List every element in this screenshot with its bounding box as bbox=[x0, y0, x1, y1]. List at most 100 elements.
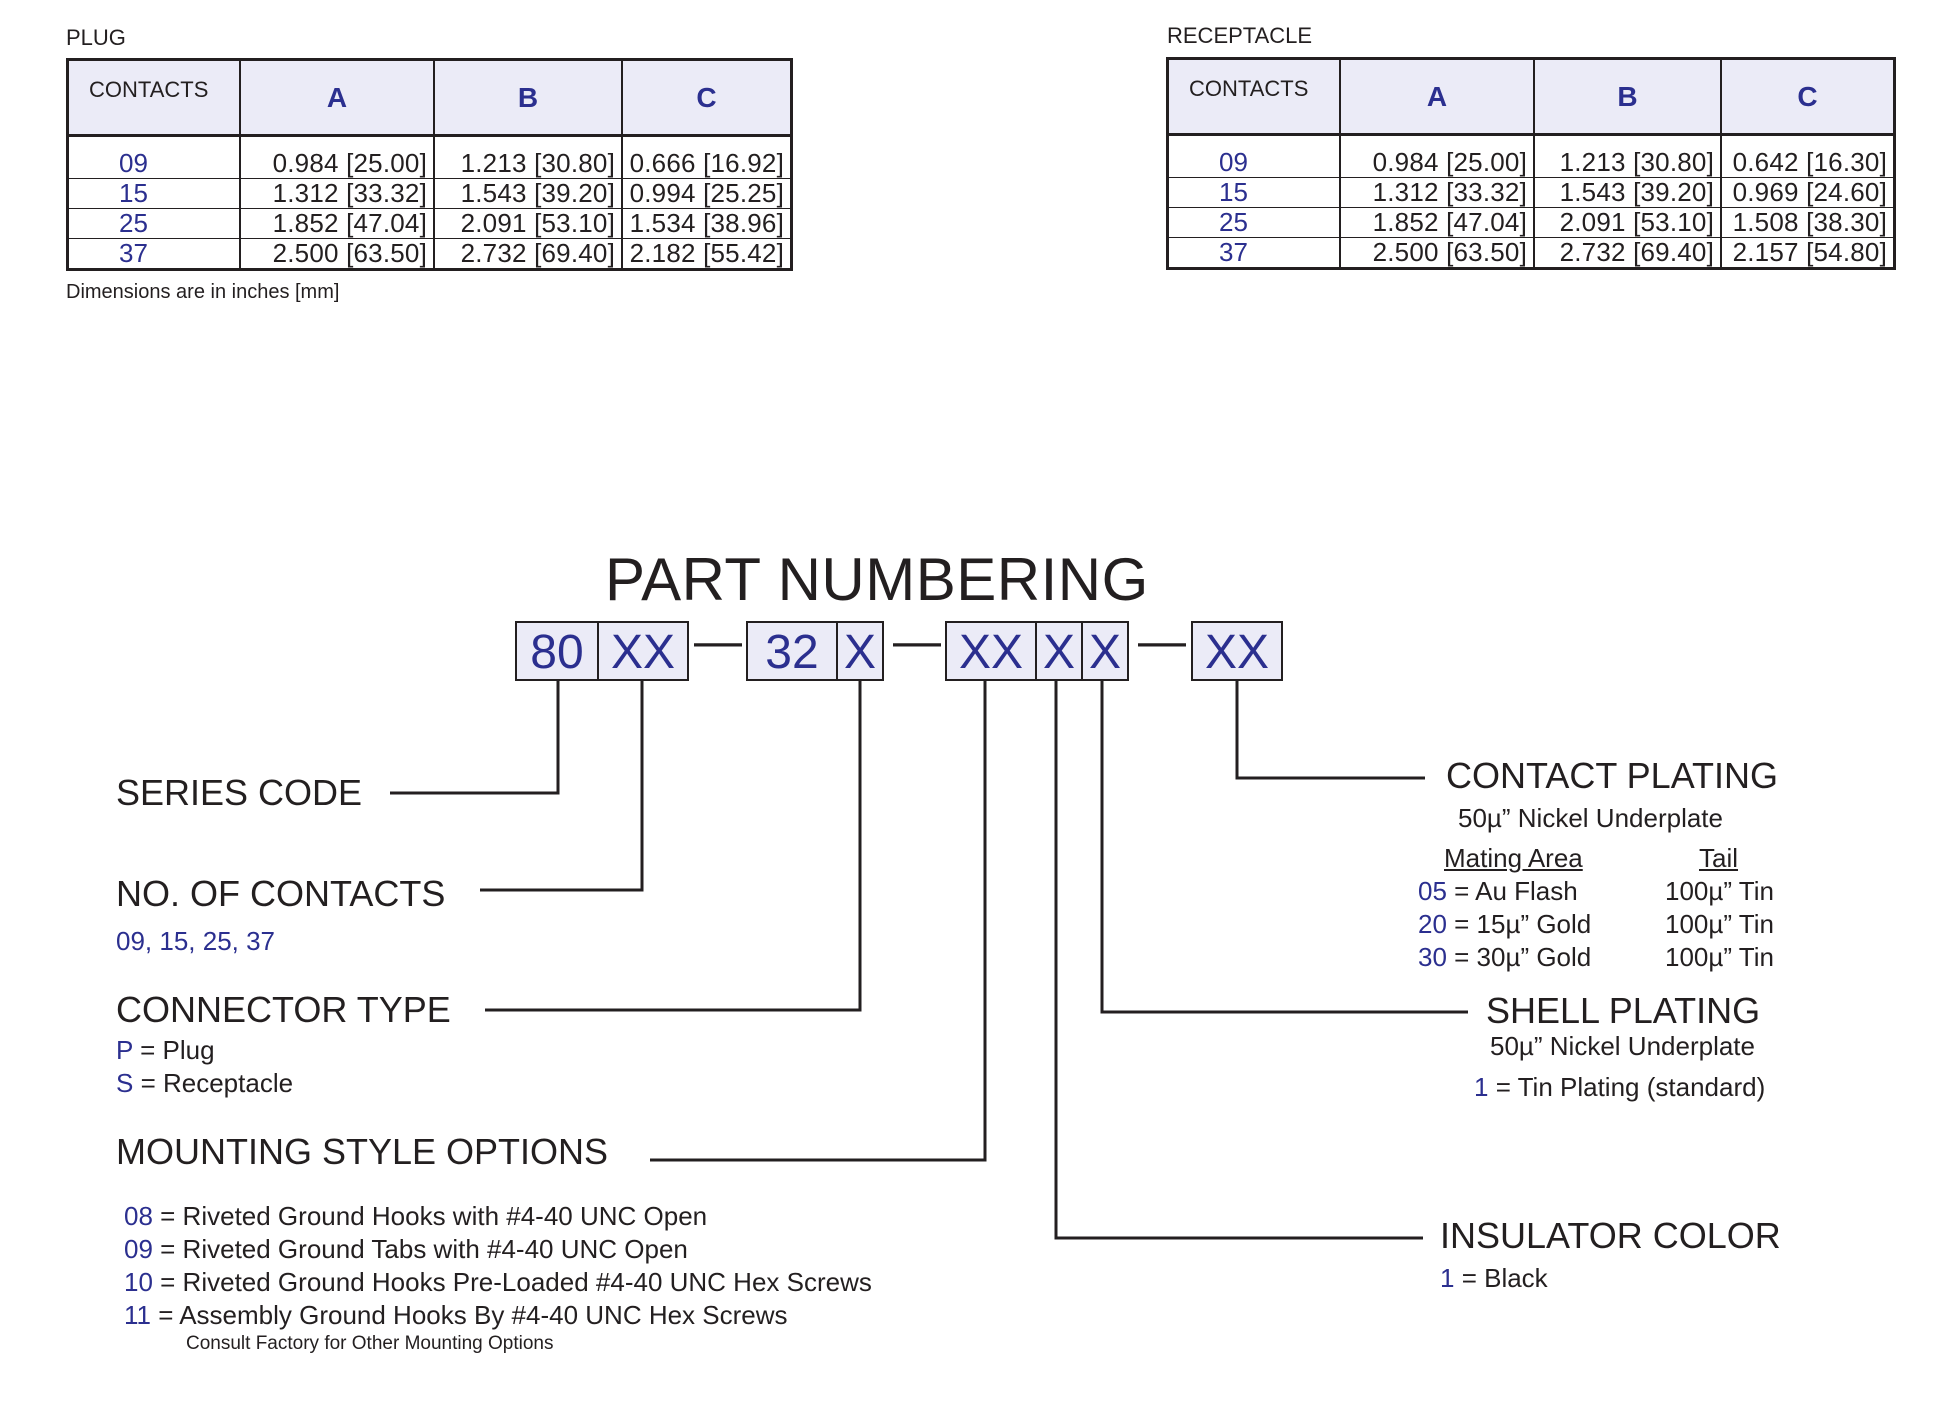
dim-a-cell: 1.312 [33.32] bbox=[239, 178, 434, 209]
dim-b-cell: 2.091 [53.10] bbox=[1533, 207, 1721, 238]
pn-dash: — bbox=[694, 615, 742, 668]
contacts-cell: 15 bbox=[1166, 177, 1340, 208]
dim-c-cell: 2.157 [54.80] bbox=[1720, 237, 1895, 269]
header-a: A bbox=[1339, 57, 1535, 136]
pn-box-32: 32 bbox=[746, 621, 838, 681]
dim-a-cell: 1.852 [47.04] bbox=[1339, 207, 1534, 238]
contact-plating-underplate: 50µ” Nickel Underplate bbox=[1458, 803, 1723, 833]
contacts-cell: 09 bbox=[66, 134, 240, 179]
receptacle-dimension-table: CONTACTS A B C 09 0.984 [25.00] 1.213 [3… bbox=[1166, 57, 1896, 270]
dim-b-cell: 1.213 [30.80] bbox=[433, 134, 622, 179]
table-row: 09 0.984 [25.00] 1.213 [30.80] 0.642 [16… bbox=[1166, 133, 1895, 178]
table-row: 15 1.312 [33.32] 1.543 [39.20] 0.969 [24… bbox=[1166, 177, 1895, 208]
dim-a-cell: 0.984 [25.00] bbox=[239, 134, 434, 179]
dim-c-cell: 0.994 [25.25] bbox=[621, 178, 792, 209]
contact-plating-option: 30 = 30µ” Gold bbox=[1418, 942, 1592, 972]
plug-table-title: PLUG bbox=[66, 25, 126, 50]
pn-dash: — bbox=[893, 615, 941, 668]
table-row: 37 2.500 [63.50] 2.732 [69.40] 2.157 [54… bbox=[1166, 237, 1895, 269]
pn-box-type: X bbox=[836, 621, 884, 681]
connector-type-option: S = Receptacle bbox=[116, 1068, 294, 1098]
series-code-label: SERIES CODE bbox=[116, 772, 363, 813]
insulator-color-label: INSULATOR COLOR bbox=[1440, 1215, 1781, 1256]
pn-box-insulator: X bbox=[1035, 621, 1083, 681]
no-of-contacts-values: 09, 15, 25, 37 bbox=[116, 926, 276, 956]
dim-c-cell: 1.534 [38.96] bbox=[621, 208, 792, 239]
receptacle-table-title: RECEPTACLE bbox=[1167, 23, 1313, 48]
table-row: 37 2.500 [63.50] 2.732 [69.40] 2.182 [55… bbox=[66, 238, 792, 270]
pn-box-contacts: XX bbox=[597, 621, 689, 681]
pn-box-mounting: XX bbox=[945, 621, 1037, 681]
shell-plating-option: 1 = Tin Plating (standard) bbox=[1474, 1072, 1766, 1102]
header-b: B bbox=[433, 58, 623, 137]
contacts-cell: 37 bbox=[1166, 237, 1340, 269]
dim-b-cell: 2.091 [53.10] bbox=[433, 208, 622, 239]
mounting-style-option: 10 = Riveted Ground Hooks Pre-Loaded #4-… bbox=[124, 1267, 872, 1297]
dim-c-cell: 1.508 [38.30] bbox=[1720, 207, 1895, 238]
mounting-style-option: 11 = Assembly Ground Hooks By #4-40 UNC … bbox=[124, 1300, 788, 1330]
dim-b-cell: 1.543 [39.20] bbox=[433, 178, 622, 209]
pn-box-shell: X bbox=[1081, 621, 1129, 681]
header-contacts: CONTACTS bbox=[1166, 57, 1341, 136]
table-row: 25 1.852 [47.04] 2.091 [53.10] 1.508 [38… bbox=[1166, 207, 1895, 238]
mounting-style-note: Consult Factory for Other Mounting Optio… bbox=[186, 1333, 554, 1354]
dim-a-cell: 1.312 [33.32] bbox=[1339, 177, 1534, 208]
connector-type-option: P = Plug bbox=[116, 1035, 215, 1065]
contact-plating-tail: 100µ” Tin bbox=[1665, 942, 1774, 972]
dim-a-cell: 0.984 [25.00] bbox=[1339, 133, 1534, 178]
contacts-cell: 25 bbox=[1166, 207, 1340, 238]
header-c: C bbox=[1720, 57, 1896, 136]
contact-plating-tail: 100µ” Tin bbox=[1665, 909, 1774, 939]
mounting-style-option: 08 = Riveted Ground Hooks with #4-40 UNC… bbox=[124, 1201, 708, 1231]
contacts-cell: 15 bbox=[66, 178, 240, 209]
dim-b-cell: 1.543 [39.20] bbox=[1533, 177, 1721, 208]
leader-connector-type bbox=[485, 681, 862, 1012]
connector-type-label: CONNECTOR TYPE bbox=[116, 989, 451, 1030]
dim-b-cell: 1.213 [30.80] bbox=[1533, 133, 1721, 178]
dim-c-cell: 0.969 [24.60] bbox=[1720, 177, 1895, 208]
leader-insulator-color bbox=[1054, 681, 1423, 1240]
dim-c-cell: 0.666 [16.92] bbox=[621, 134, 792, 179]
mating-area-header: Mating Area bbox=[1444, 843, 1583, 873]
pn-box-plating: XX bbox=[1191, 621, 1283, 681]
header-a: A bbox=[239, 58, 435, 137]
dim-a-cell: 1.852 [47.04] bbox=[239, 208, 434, 239]
contact-plating-option: 05 = Au Flash bbox=[1418, 876, 1578, 906]
dim-a-cell: 2.500 [63.50] bbox=[239, 238, 434, 270]
table-header-row: CONTACTS A B C bbox=[66, 58, 793, 137]
insulator-color-option: 1 = Black bbox=[1440, 1263, 1548, 1293]
header-contacts: CONTACTS bbox=[66, 58, 241, 137]
part-numbering-title: PART NUMBERING bbox=[605, 546, 1149, 613]
table-row: 09 0.984 [25.00] 1.213 [30.80] 0.666 [16… bbox=[66, 134, 792, 179]
no-of-contacts-label: NO. OF CONTACTS bbox=[116, 873, 446, 914]
shell-plating-label: SHELL PLATING bbox=[1486, 990, 1761, 1031]
tail-header: Tail bbox=[1699, 843, 1739, 873]
leader-no-of-contacts bbox=[480, 681, 644, 892]
header-c: C bbox=[621, 58, 793, 137]
mounting-style-label: MOUNTING STYLE OPTIONS bbox=[116, 1131, 609, 1172]
shell-plating-underplate: 50µ” Nickel Underplate bbox=[1490, 1031, 1755, 1061]
dim-b-cell: 2.732 [69.40] bbox=[1533, 237, 1721, 269]
leader-series-code bbox=[390, 681, 560, 795]
header-b: B bbox=[1533, 57, 1722, 136]
leader-shell-plating bbox=[1100, 681, 1468, 1014]
contacts-cell: 25 bbox=[66, 208, 240, 239]
dimensions-note: Dimensions are in inches [mm] bbox=[66, 281, 340, 303]
contact-plating-label: CONTACT PLATING bbox=[1446, 755, 1779, 796]
contacts-cell: 09 bbox=[1166, 133, 1340, 178]
table-row: 15 1.312 [33.32] 1.543 [39.20] 0.994 [25… bbox=[66, 178, 792, 209]
pn-dash: — bbox=[1138, 615, 1186, 668]
contacts-cell: 37 bbox=[66, 238, 240, 270]
table-header-row: CONTACTS A B C bbox=[1166, 57, 1896, 136]
dim-b-cell: 2.732 [69.40] bbox=[433, 238, 622, 270]
plug-dimension-table: CONTACTS A B C 09 0.984 [25.00] 1.213 [3… bbox=[66, 58, 793, 271]
contact-plating-option: 20 = 15µ” Gold bbox=[1418, 909, 1592, 939]
dim-a-cell: 2.500 [63.50] bbox=[1339, 237, 1534, 269]
dim-c-cell: 2.182 [55.42] bbox=[621, 238, 792, 270]
contact-plating-tail: 100µ” Tin bbox=[1665, 876, 1774, 906]
mounting-style-option: 09 = Riveted Ground Tabs with #4-40 UNC … bbox=[124, 1234, 688, 1264]
leader-mounting-style bbox=[650, 681, 987, 1162]
leader-contact-plating bbox=[1235, 681, 1425, 780]
dim-c-cell: 0.642 [16.30] bbox=[1720, 133, 1895, 178]
